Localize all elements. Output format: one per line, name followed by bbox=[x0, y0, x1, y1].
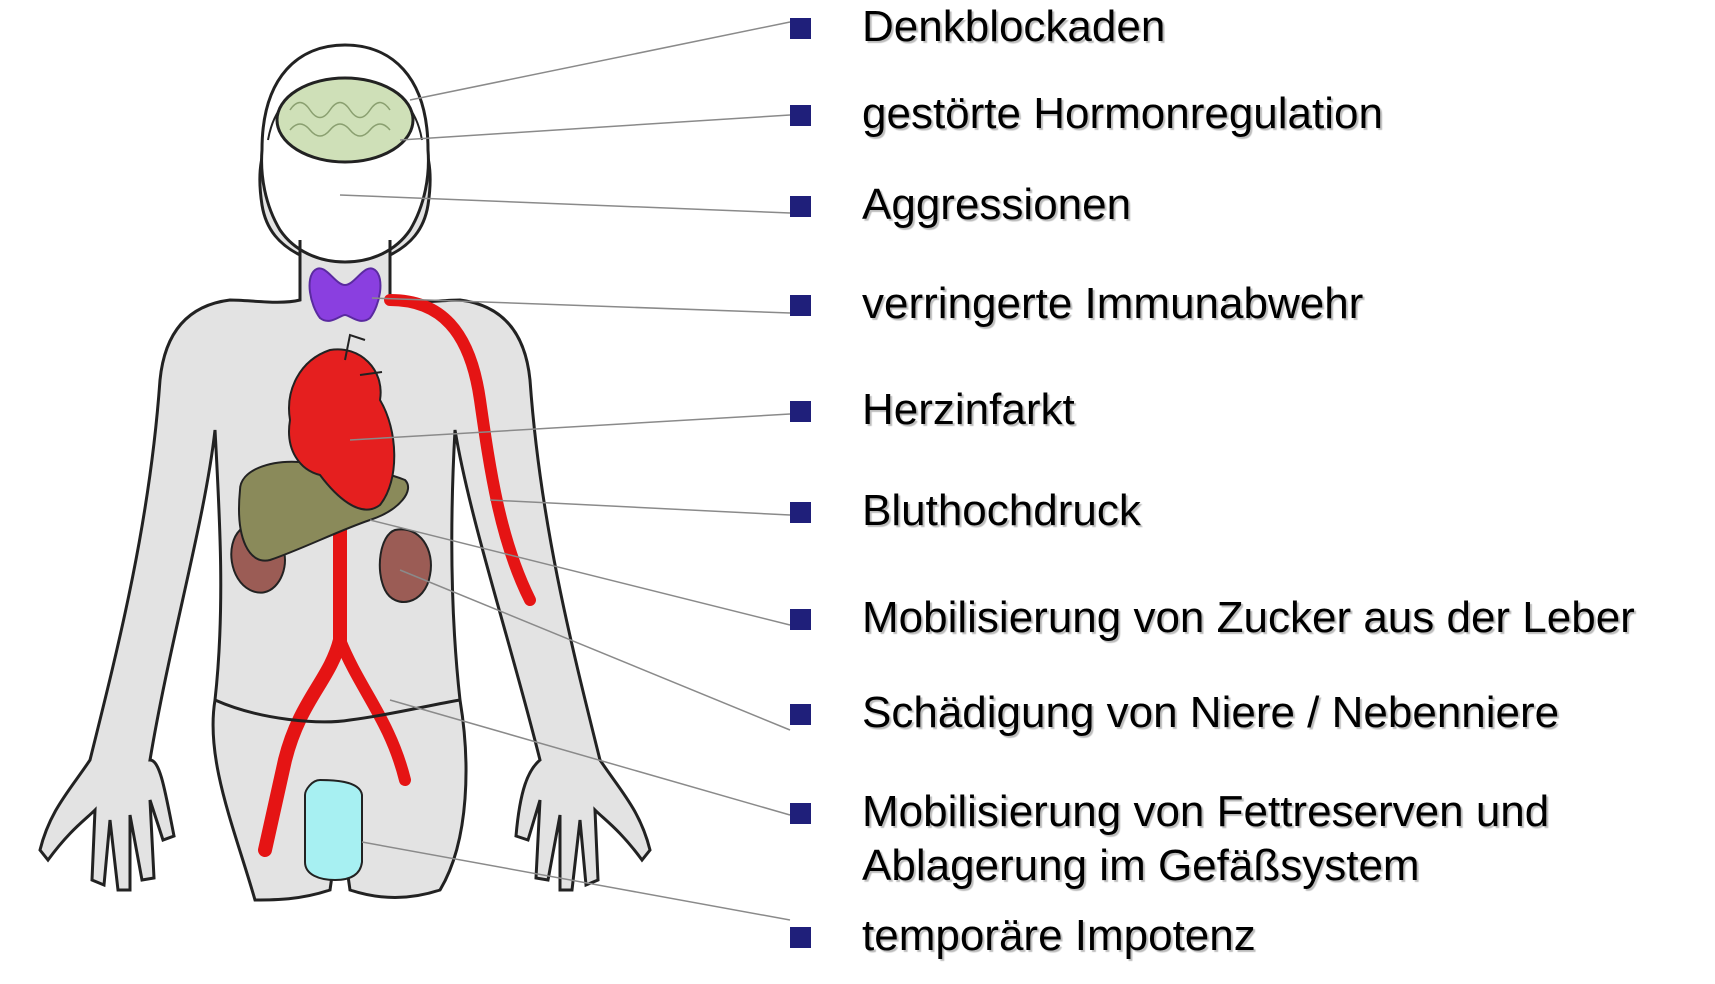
label-aggressionen: Aggressionen bbox=[862, 178, 1131, 232]
label-impotenz: temporäre Impotenz bbox=[862, 909, 1256, 963]
label-niere: Schädigung von Niere / Nebenniere bbox=[862, 686, 1559, 740]
bullet-icon bbox=[790, 196, 811, 217]
kidney-right bbox=[380, 529, 431, 602]
label-hormonregulation: gestörte Hormonregulation bbox=[862, 87, 1383, 141]
bullet-icon bbox=[790, 105, 811, 126]
label-fettreserven-line-2: Ablagerung im Gefäßsystem bbox=[862, 839, 1549, 893]
label-denkblockaden: Denkblockaden bbox=[862, 0, 1165, 54]
label-fettreserven-line-1: Mobilisierung von Fettreserven und bbox=[862, 785, 1549, 839]
bullet-icon bbox=[790, 295, 811, 316]
bullet-icon bbox=[790, 803, 811, 824]
label-herzinfarkt: Herzinfarkt bbox=[862, 383, 1075, 437]
bullet-icon bbox=[790, 401, 811, 422]
leader-hormonregulation bbox=[400, 115, 790, 140]
label-fettreserven: Mobilisierung von Fettreserven und Ablag… bbox=[862, 785, 1549, 893]
bullet-icon bbox=[790, 609, 811, 630]
brain bbox=[277, 78, 413, 162]
bullet-icon bbox=[790, 18, 811, 39]
label-bluthochdruck: Bluthochdruck bbox=[862, 484, 1141, 538]
bullet-icon bbox=[790, 927, 811, 948]
label-immunabwehr: verringerte Immunabwehr bbox=[862, 277, 1363, 331]
bullet-icon bbox=[790, 502, 811, 523]
bullet-icon bbox=[790, 704, 811, 725]
label-zucker: Mobilisierung von Zucker aus der Leber bbox=[862, 591, 1635, 645]
genitals bbox=[305, 780, 362, 880]
leader-denkblockaden bbox=[410, 22, 790, 100]
